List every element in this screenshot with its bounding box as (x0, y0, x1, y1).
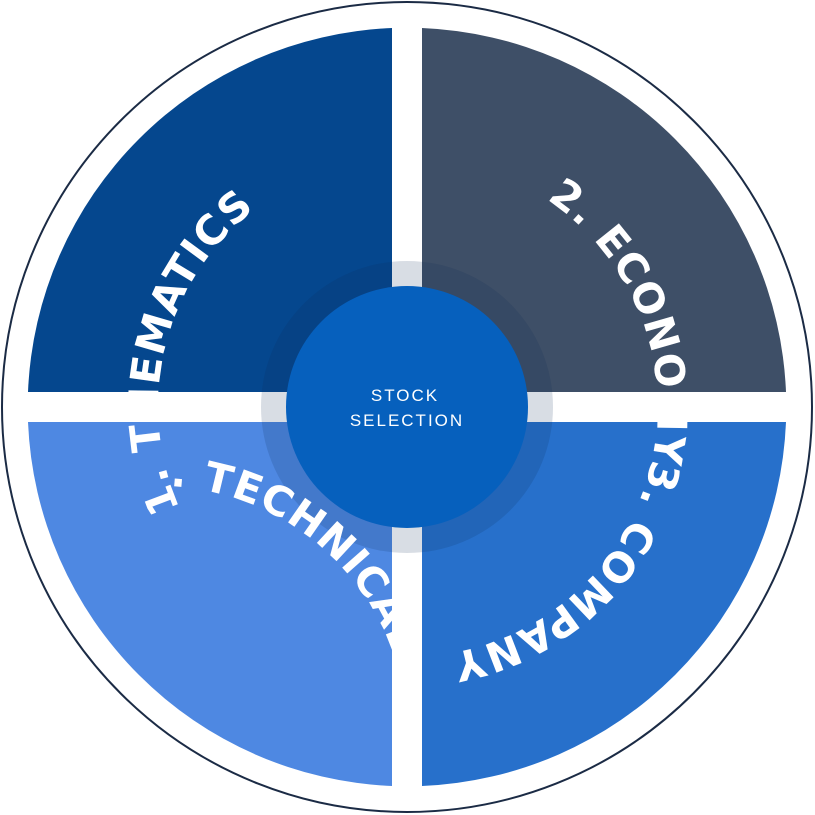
center-hub[interactable] (286, 286, 528, 528)
segment-thematics[interactable] (28, 28, 392, 392)
center-title-line1: STOCK (371, 386, 439, 405)
segment-economy[interactable] (422, 28, 786, 392)
segment-company[interactable] (422, 422, 786, 786)
center-title-line2: SELECTION (350, 411, 464, 430)
segment-technicals[interactable] (28, 422, 392, 786)
